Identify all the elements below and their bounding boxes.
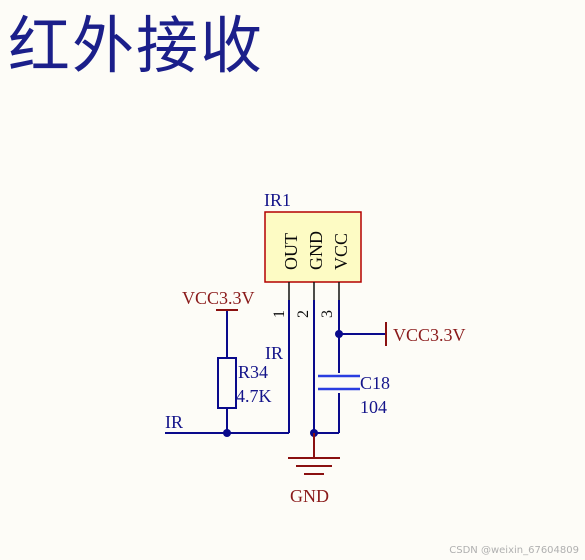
resistor-body <box>217 357 237 409</box>
pin-number-3: 3 <box>319 310 336 318</box>
pin-leads <box>288 282 340 300</box>
pin-name-gnd: GND <box>306 231 326 270</box>
resistor-ref: R34 <box>238 362 268 382</box>
vcc-right-label: VCC3.3V <box>393 325 466 345</box>
vcc-top-label: VCC3.3V <box>182 288 255 308</box>
capacitor-value: 104 <box>360 397 387 417</box>
capacitor-plates <box>318 374 360 391</box>
ir-pin-label: IR <box>265 343 283 363</box>
ic-body <box>264 211 362 283</box>
gnd-symbol <box>288 433 340 475</box>
pin-number-1: 1 <box>271 310 288 318</box>
ic-ref-label: IR1 <box>264 190 291 210</box>
page-title: 红外接收 <box>8 9 265 82</box>
junction-dots <box>223 330 343 437</box>
resistor-value: 4.7K <box>236 386 272 406</box>
pin-number-2: 2 <box>295 310 312 318</box>
pin-name-out: OUT <box>281 233 301 270</box>
gnd-label: GND <box>290 486 329 506</box>
wires <box>165 300 386 434</box>
ir-net-label: IR <box>165 412 183 432</box>
capacitor-ref: C18 <box>360 373 390 393</box>
watermark: CSDN @weixin_67604809 <box>449 545 579 556</box>
pin-name-vcc: VCC <box>331 233 351 270</box>
